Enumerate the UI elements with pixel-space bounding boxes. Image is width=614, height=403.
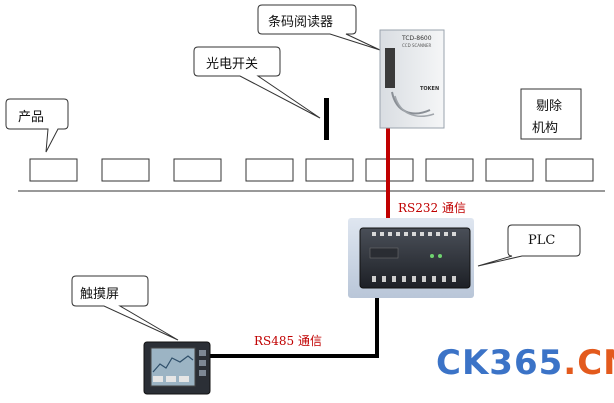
callout-barcode-reader [257,4,381,51]
product-box [485,158,534,182]
callout-photo-switch [193,46,321,119]
watermark-main: CK365 [436,343,564,383]
product-box [245,158,294,182]
product-box [305,158,354,182]
label-barcode-reader: 条码阅读器 [268,15,334,30]
label-reject-mechanism-line1: 剔除 [536,99,563,114]
watermark-logo: CK365.CN [436,346,614,380]
product-boxes [29,158,594,182]
product-box [425,158,474,182]
label-plc: PLC [528,233,556,248]
label-product: 产品 [18,110,45,125]
barcode-reader-model: TCD-8600 [402,35,432,42]
barcode-reader-device [379,29,445,129]
callout-touch-screen [71,275,179,341]
product-box [29,158,78,182]
watermark-suffix: .CN [563,343,614,383]
callout-product [5,98,69,153]
label-touch-screen: 触摸屏 [80,287,120,302]
label-reject-mechanism-line2: 机构 [532,121,559,136]
label-rs232: RS232 通信 [398,201,466,215]
callout-plc [477,224,581,267]
reject-mechanism-box [520,88,582,140]
plc-device [348,218,474,298]
rs485-line [208,292,379,358]
product-box [545,158,594,182]
label-rs485: RS485 通信 [254,334,322,348]
barcode-reader-subtitle: CCD SCANNER [402,43,432,48]
product-box [173,158,222,182]
label-photo-switch: 光电开关 [206,57,259,72]
product-box [101,158,150,182]
barcode-reader-brand: TOKEN [420,86,440,92]
photoelectric-switch [324,98,329,140]
touch-screen-device [143,341,211,395]
